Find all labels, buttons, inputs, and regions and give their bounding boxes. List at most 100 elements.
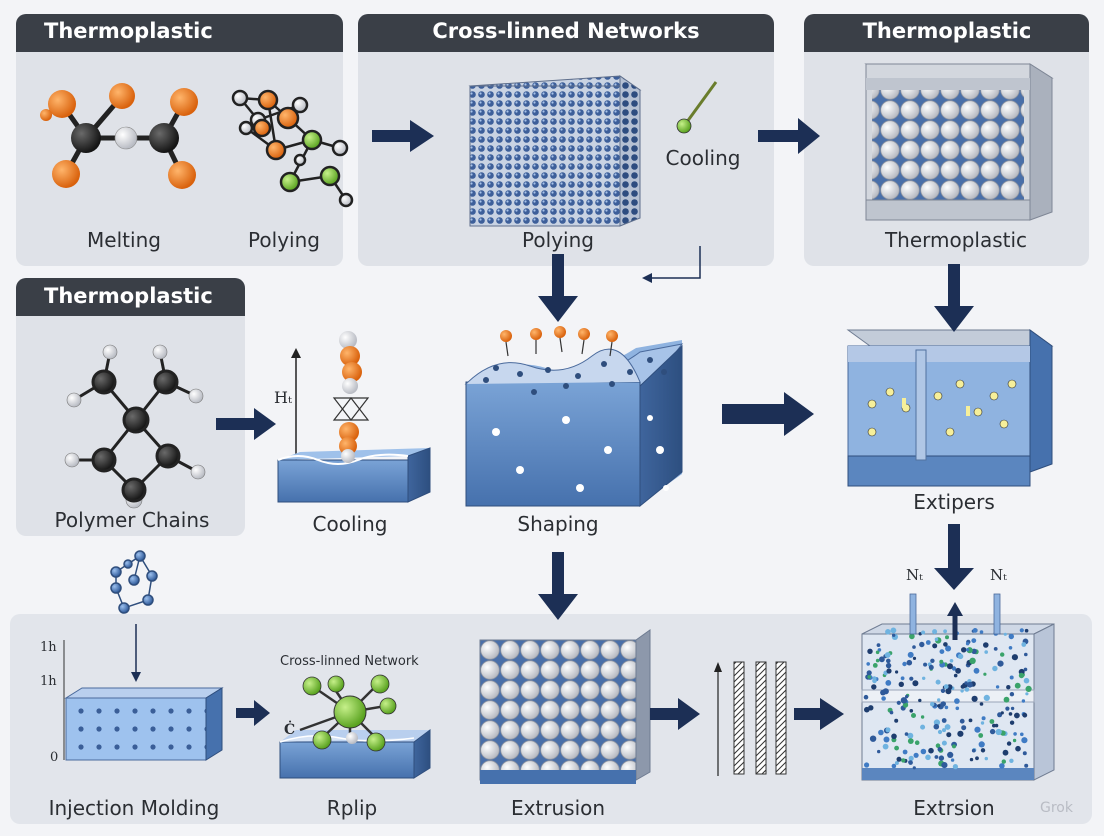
particle-dot	[940, 701, 946, 707]
particle-dot	[1008, 646, 1013, 650]
cooling-axis-label: Hₜ	[274, 388, 292, 407]
particle-dot	[937, 746, 943, 752]
particle-dot	[894, 761, 899, 765]
particle-dot	[1020, 732, 1024, 737]
particle-dot	[866, 670, 872, 676]
particle-dot	[881, 696, 886, 701]
particle-dot	[943, 629, 947, 634]
particle-dot	[933, 719, 941, 726]
particle-dot	[971, 638, 977, 643]
particle-dot	[941, 740, 947, 746]
particle-dot	[867, 648, 873, 654]
particle-dot	[959, 718, 965, 724]
particle-dot	[1008, 712, 1013, 716]
cooling-stacked-atoms-icon	[332, 331, 370, 463]
particle-dot	[1021, 737, 1028, 744]
particle-dot	[871, 684, 877, 690]
particle-dot	[902, 749, 908, 755]
particle-dot	[965, 642, 970, 646]
particle-dot	[900, 697, 908, 704]
vertical-arrow-icon	[714, 662, 722, 776]
thermoplastic-bead-box-icon	[864, 63, 1054, 221]
arrow-down-icon	[934, 524, 974, 590]
particle-dot	[1012, 738, 1017, 743]
particle-dot	[882, 743, 889, 750]
particle-dot	[984, 756, 988, 761]
particle-dot	[961, 725, 967, 731]
particle-dot	[878, 729, 884, 736]
particle-dot	[905, 694, 909, 699]
particle-dot	[999, 763, 1005, 769]
particle-dot	[980, 721, 985, 725]
n-label-left: Nₜ	[906, 566, 923, 584]
particle-dot	[898, 681, 904, 687]
extrusion-die-bars-icon	[733, 661, 787, 775]
arrow-right-icon	[236, 700, 270, 726]
particle-dot	[913, 752, 919, 758]
particle-dot	[966, 648, 970, 652]
particle-dot	[989, 728, 996, 735]
particle-dot	[934, 637, 939, 642]
particle-dot	[900, 676, 905, 681]
particle-dot	[909, 709, 914, 713]
particle-dot	[981, 716, 986, 721]
label-cooling-top: Cooling	[665, 146, 741, 170]
particle-dot	[992, 665, 998, 672]
particle-dot	[894, 745, 899, 751]
particle-dot	[935, 743, 941, 748]
particle-dot	[906, 659, 913, 666]
label-thermoplastic-right: Thermoplastic	[884, 228, 1028, 252]
particle-dot	[940, 688, 946, 693]
particle-dot	[867, 675, 871, 679]
cooling-axis-icon	[291, 348, 301, 470]
particle-dot	[971, 748, 976, 753]
particle-dot	[957, 653, 964, 660]
network-letter-c: Ċ	[284, 722, 296, 738]
particle-dot	[989, 719, 995, 724]
arrow-right-icon	[794, 698, 844, 730]
particle-dot	[937, 729, 943, 735]
particle-dot	[969, 657, 976, 664]
particle-dot	[1000, 652, 1005, 657]
particle-dot	[928, 747, 934, 754]
particle-dot	[980, 748, 986, 753]
particle-dot	[918, 632, 922, 636]
arrow-down-icon	[538, 254, 578, 322]
arrow-right-icon	[650, 698, 700, 730]
particle-dot	[912, 680, 919, 687]
label-injection-molding: Injection Molding	[48, 796, 220, 820]
particle-dot	[902, 702, 909, 708]
injection-mold-block-icon	[64, 687, 224, 761]
particle-dot	[914, 740, 920, 745]
label-extipers: Extipers	[913, 490, 995, 514]
particle-dot	[1009, 720, 1015, 725]
particle-dot	[960, 689, 964, 693]
particle-dot	[1001, 759, 1006, 764]
particle-dot	[920, 748, 927, 755]
particle-dot	[932, 629, 938, 635]
particle-dot	[951, 666, 957, 671]
particle-dot	[968, 718, 973, 723]
particle-dot	[933, 723, 940, 730]
particle-dot	[941, 718, 947, 723]
shaping-block-icon	[464, 326, 684, 508]
particle-dot	[972, 628, 978, 633]
particle-dot	[934, 755, 939, 759]
particle-dot	[1000, 711, 1004, 715]
particle-dot	[1003, 696, 1010, 703]
particle-dot	[901, 758, 906, 763]
particle-dot	[895, 670, 899, 674]
label-extrusion: Extrusion	[510, 796, 606, 820]
particle-dot	[957, 730, 964, 737]
panel-header-top-left: Thermoplastic	[44, 19, 213, 43]
particle-dot	[1022, 712, 1028, 718]
particle-dot	[939, 649, 945, 654]
panel-header-top-middle: Cross-linned Networks	[432, 19, 700, 43]
particle-dot	[1024, 628, 1029, 633]
particle-dot	[912, 766, 916, 770]
particle-dot	[953, 673, 958, 678]
particle-dot	[995, 685, 1000, 689]
label-melting: Melting	[87, 228, 161, 252]
particle-dot	[937, 698, 941, 702]
particle-dot	[1013, 732, 1017, 736]
